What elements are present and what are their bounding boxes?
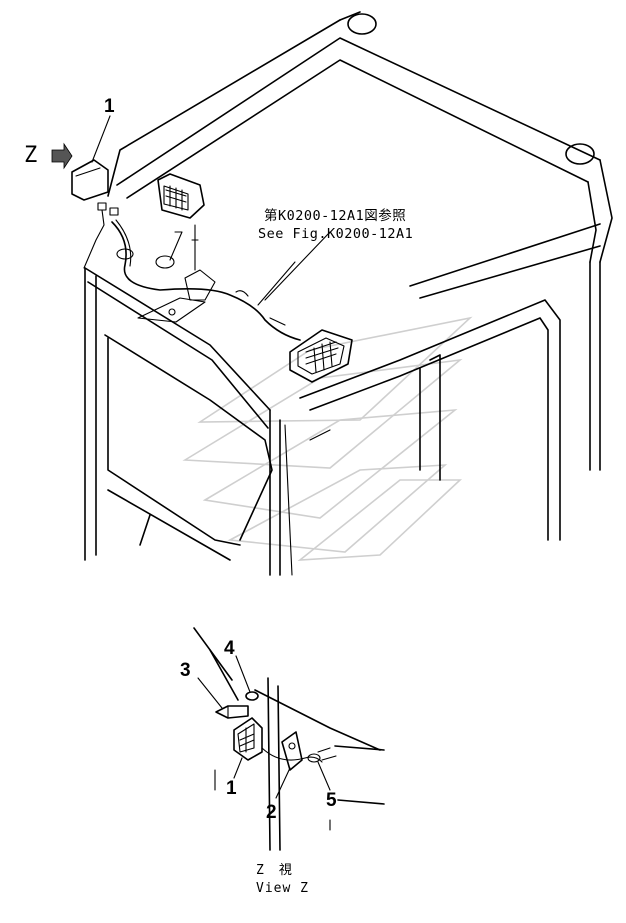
callout-zoom-lamp: 1 <box>226 778 237 799</box>
callout-washer: 4 <box>224 638 235 659</box>
reference-leader <box>264 231 331 301</box>
work-lamp-lower <box>289 329 353 383</box>
callout-clamp: 5 <box>326 790 337 811</box>
view-z-detail <box>193 627 385 851</box>
leader-main-lamp <box>91 115 111 163</box>
callout-bracket: 2 <box>266 802 277 823</box>
leader-washer <box>235 655 251 693</box>
leader-zoom-lamp <box>233 757 243 779</box>
wiring-harness <box>111 219 301 341</box>
cab-body <box>84 11 613 576</box>
view-caption-jp: Z 視 <box>256 863 293 878</box>
work-lamp-main <box>71 159 119 269</box>
reference-text-en: See Fig.K0200-12A1 <box>258 226 413 242</box>
view-caption-en: View Z <box>256 881 309 896</box>
view-direction-arrow-icon <box>51 142 73 170</box>
leader-bolt <box>197 677 223 709</box>
callout-bolt: 3 <box>180 660 191 681</box>
leader-clamp <box>317 761 331 791</box>
leader-bracket <box>275 767 291 799</box>
view-letter-label: Z <box>24 143 38 168</box>
work-lamp-upper <box>157 173 205 219</box>
reference-text-jp: 第K0200-12A1図参照 <box>264 207 406 224</box>
watermark-logo <box>182 316 473 561</box>
callout-main-lamp: 1 <box>104 96 115 117</box>
